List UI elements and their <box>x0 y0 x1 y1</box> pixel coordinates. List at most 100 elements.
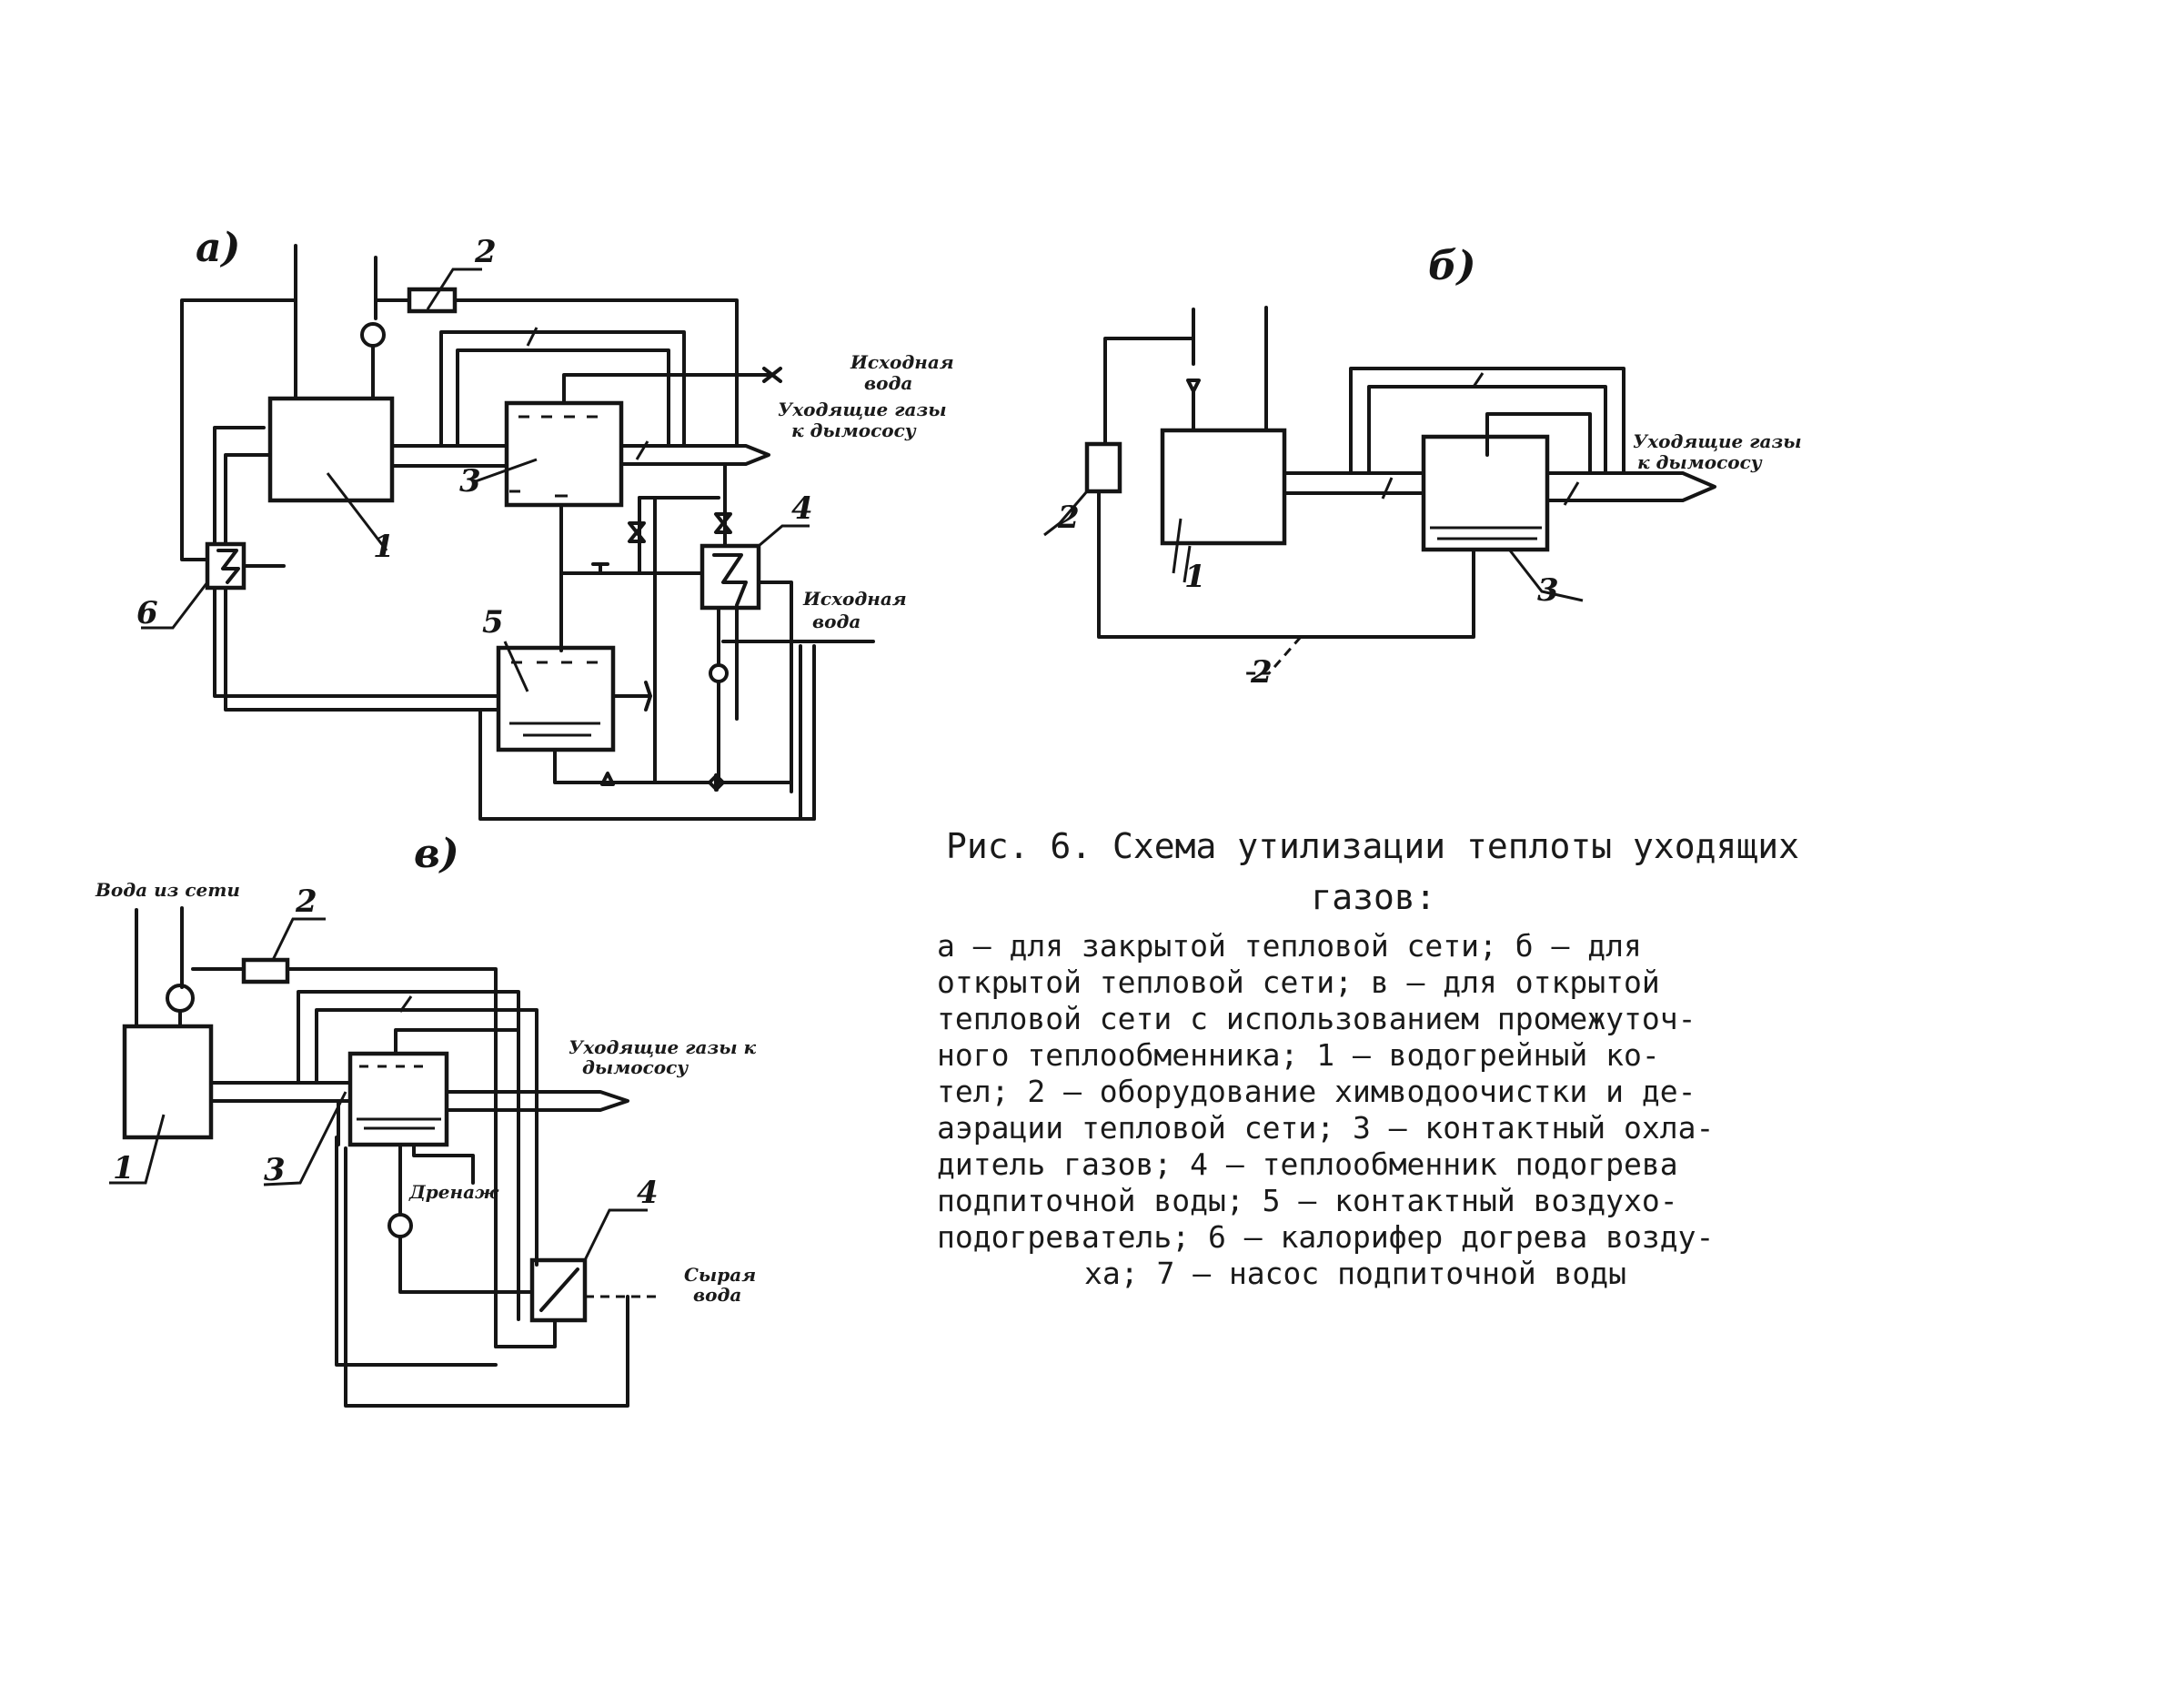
b-equipment-2 <box>1084 441 1122 494</box>
a-leader-3 <box>472 458 538 484</box>
a-water-return <box>757 581 793 793</box>
b-cooler-water <box>1430 526 1542 540</box>
figure-caption-legend: а – для закрытой тепловой сети; б – для … <box>937 928 1810 1292</box>
a-pump-icon <box>360 322 386 348</box>
a-num-6: 6 <box>136 595 158 631</box>
a-bypass-loop-1 <box>439 330 686 448</box>
caption-line: а – для закрытой тепловой сети; б – для <box>937 928 1642 964</box>
c-cooler-feed-top <box>394 1028 520 1055</box>
diagram-c-label: в) <box>414 831 459 877</box>
a-text-water-top-1: Исходная <box>850 351 954 373</box>
a-valve-left-icon <box>628 521 646 543</box>
a-num-2: 2 <box>474 234 497 270</box>
a-cooler-bottom-marks <box>509 490 568 498</box>
a-text-water-mid-2: вода <box>812 611 861 632</box>
c-num-2: 2 <box>295 883 317 920</box>
a-text-water-top-2: вода <box>864 372 912 394</box>
c-pump-7-icon <box>387 1213 413 1238</box>
c-num-4: 4 <box>637 1175 659 1211</box>
a-bottom-loop <box>478 708 816 821</box>
b-line-to-2 <box>1103 337 1195 448</box>
c-num-1: 1 <box>113 1150 135 1186</box>
c-pump-icon <box>166 984 195 1013</box>
diagram-b-label: б) <box>1428 243 1476 289</box>
a-valve-bottom-icon <box>600 772 615 786</box>
c-bypass-loop-1 <box>297 990 520 1094</box>
c-text-gas-2: дымососу <box>582 1056 689 1078</box>
caption-title-line1: Рис. 6. Схема утилизации теплоты уходящи… <box>946 826 1799 866</box>
c-bottom-loop-inner <box>335 1136 498 1367</box>
c-text-drain: Дренаж <box>408 1181 499 1203</box>
a-text-gas-1: Уходящие газы <box>778 399 947 420</box>
caption-line: дитель газов; 4 – теплообменник подогрев… <box>937 1146 1678 1182</box>
a-num-4: 4 <box>791 490 813 527</box>
a-text-gas-2: к дымососу <box>791 419 917 441</box>
a-num-1: 1 <box>373 529 395 565</box>
diagram-a: а) 1 2 3 Исходная вода <box>136 225 954 821</box>
caption-line: ного теплообменника; 1 – водогрейный ко- <box>937 1037 1660 1073</box>
a-valve-top-icon <box>762 367 782 383</box>
a-leader-4 <box>758 524 810 548</box>
caption-line: открытой тепловой сети; в – для открытой <box>937 964 1660 1000</box>
caption-line: тел; 2 – оборудование химводоочистки и д… <box>937 1074 1696 1109</box>
c-equipment-2 <box>241 957 290 984</box>
a-exchanger-coil <box>712 553 748 607</box>
b-text-gas-1: Уходящие газы <box>1633 430 1802 452</box>
a-air-heater-water <box>509 722 600 737</box>
a-tick-7 <box>526 327 538 347</box>
a-bypass-loop-2 <box>456 348 670 448</box>
a-contact-cooler-3 <box>504 400 624 508</box>
c-num-3: 3 <box>264 1152 286 1188</box>
b-tick-7b <box>1381 477 1394 500</box>
caption-line: тепловой сети с использованием промежуто… <box>937 1001 1696 1036</box>
c-leader-1 <box>109 1114 166 1185</box>
c-exchanger-diagonal <box>539 1267 579 1312</box>
b-return-line <box>1097 490 1475 639</box>
b-tick-7 <box>1472 372 1485 388</box>
b-leader-2 <box>1043 490 1089 537</box>
a-text-water-mid-1: Исходная <box>802 588 907 610</box>
c-bypass-loop-2 <box>315 1008 538 1094</box>
b-leader-2b <box>1246 636 1303 675</box>
caption-line: подогреватель; 6 – калорифер догрева воз… <box>937 1219 1715 1255</box>
a-valve-right-icon <box>714 512 732 534</box>
a-air-heater-bottom <box>553 748 711 784</box>
a-leader-1 <box>326 472 388 551</box>
b-boiler-1 <box>1160 428 1287 546</box>
c-exchanger-return <box>494 1318 557 1348</box>
a-leader-5 <box>503 641 529 692</box>
c-text-gas-1: Уходящие газы к <box>569 1036 757 1058</box>
diagram-c: в) Вода из сети 1 2 3 Уходящие газы к ды <box>95 831 757 1408</box>
a-source-water-down <box>799 644 816 821</box>
c-text-raw-1: Сырая <box>684 1264 756 1286</box>
diagram-a-label: а) <box>196 225 240 271</box>
b-bypass-loop-1 <box>1349 367 1625 475</box>
b-exhaust-arrow <box>1545 471 1716 502</box>
c-exhaust-arrow <box>445 1090 629 1112</box>
b-text-gas-2: к дымососу <box>1637 451 1763 473</box>
a-calorifer-coil <box>216 549 240 584</box>
b-num-3: 3 <box>1537 572 1559 609</box>
caption-line: подпиточной воды; 5 – контактный воздухо… <box>937 1183 1678 1218</box>
a-leader-2 <box>426 268 482 310</box>
b-contact-cooler-3 <box>1421 434 1550 552</box>
a-num-5: 5 <box>482 604 504 641</box>
c-leader-2 <box>271 917 326 961</box>
b-num-2b: 2 <box>1250 654 1273 691</box>
a-num-3: 3 <box>459 463 481 500</box>
a-tick-7b <box>635 440 649 460</box>
b-tick-7c <box>1563 481 1580 506</box>
b-bypass-loop-2 <box>1367 385 1607 475</box>
b-feed-line-top <box>1485 412 1592 475</box>
a-loop-left-outer <box>180 298 297 561</box>
a-line-2-right <box>453 298 739 448</box>
c-drain-line <box>412 1143 475 1185</box>
c-leader-3 <box>263 1091 347 1186</box>
caption-line: ха; 7 – насос подпиточной воды <box>1084 1256 1627 1291</box>
c-tick-7 <box>398 995 413 1013</box>
c-cooler-water <box>357 1117 441 1130</box>
caption-line: аэрации тепловой сети; 3 – контактный ох… <box>937 1110 1715 1146</box>
a-feed-line-top <box>562 373 775 405</box>
a-air-inlet-icon <box>611 681 652 712</box>
